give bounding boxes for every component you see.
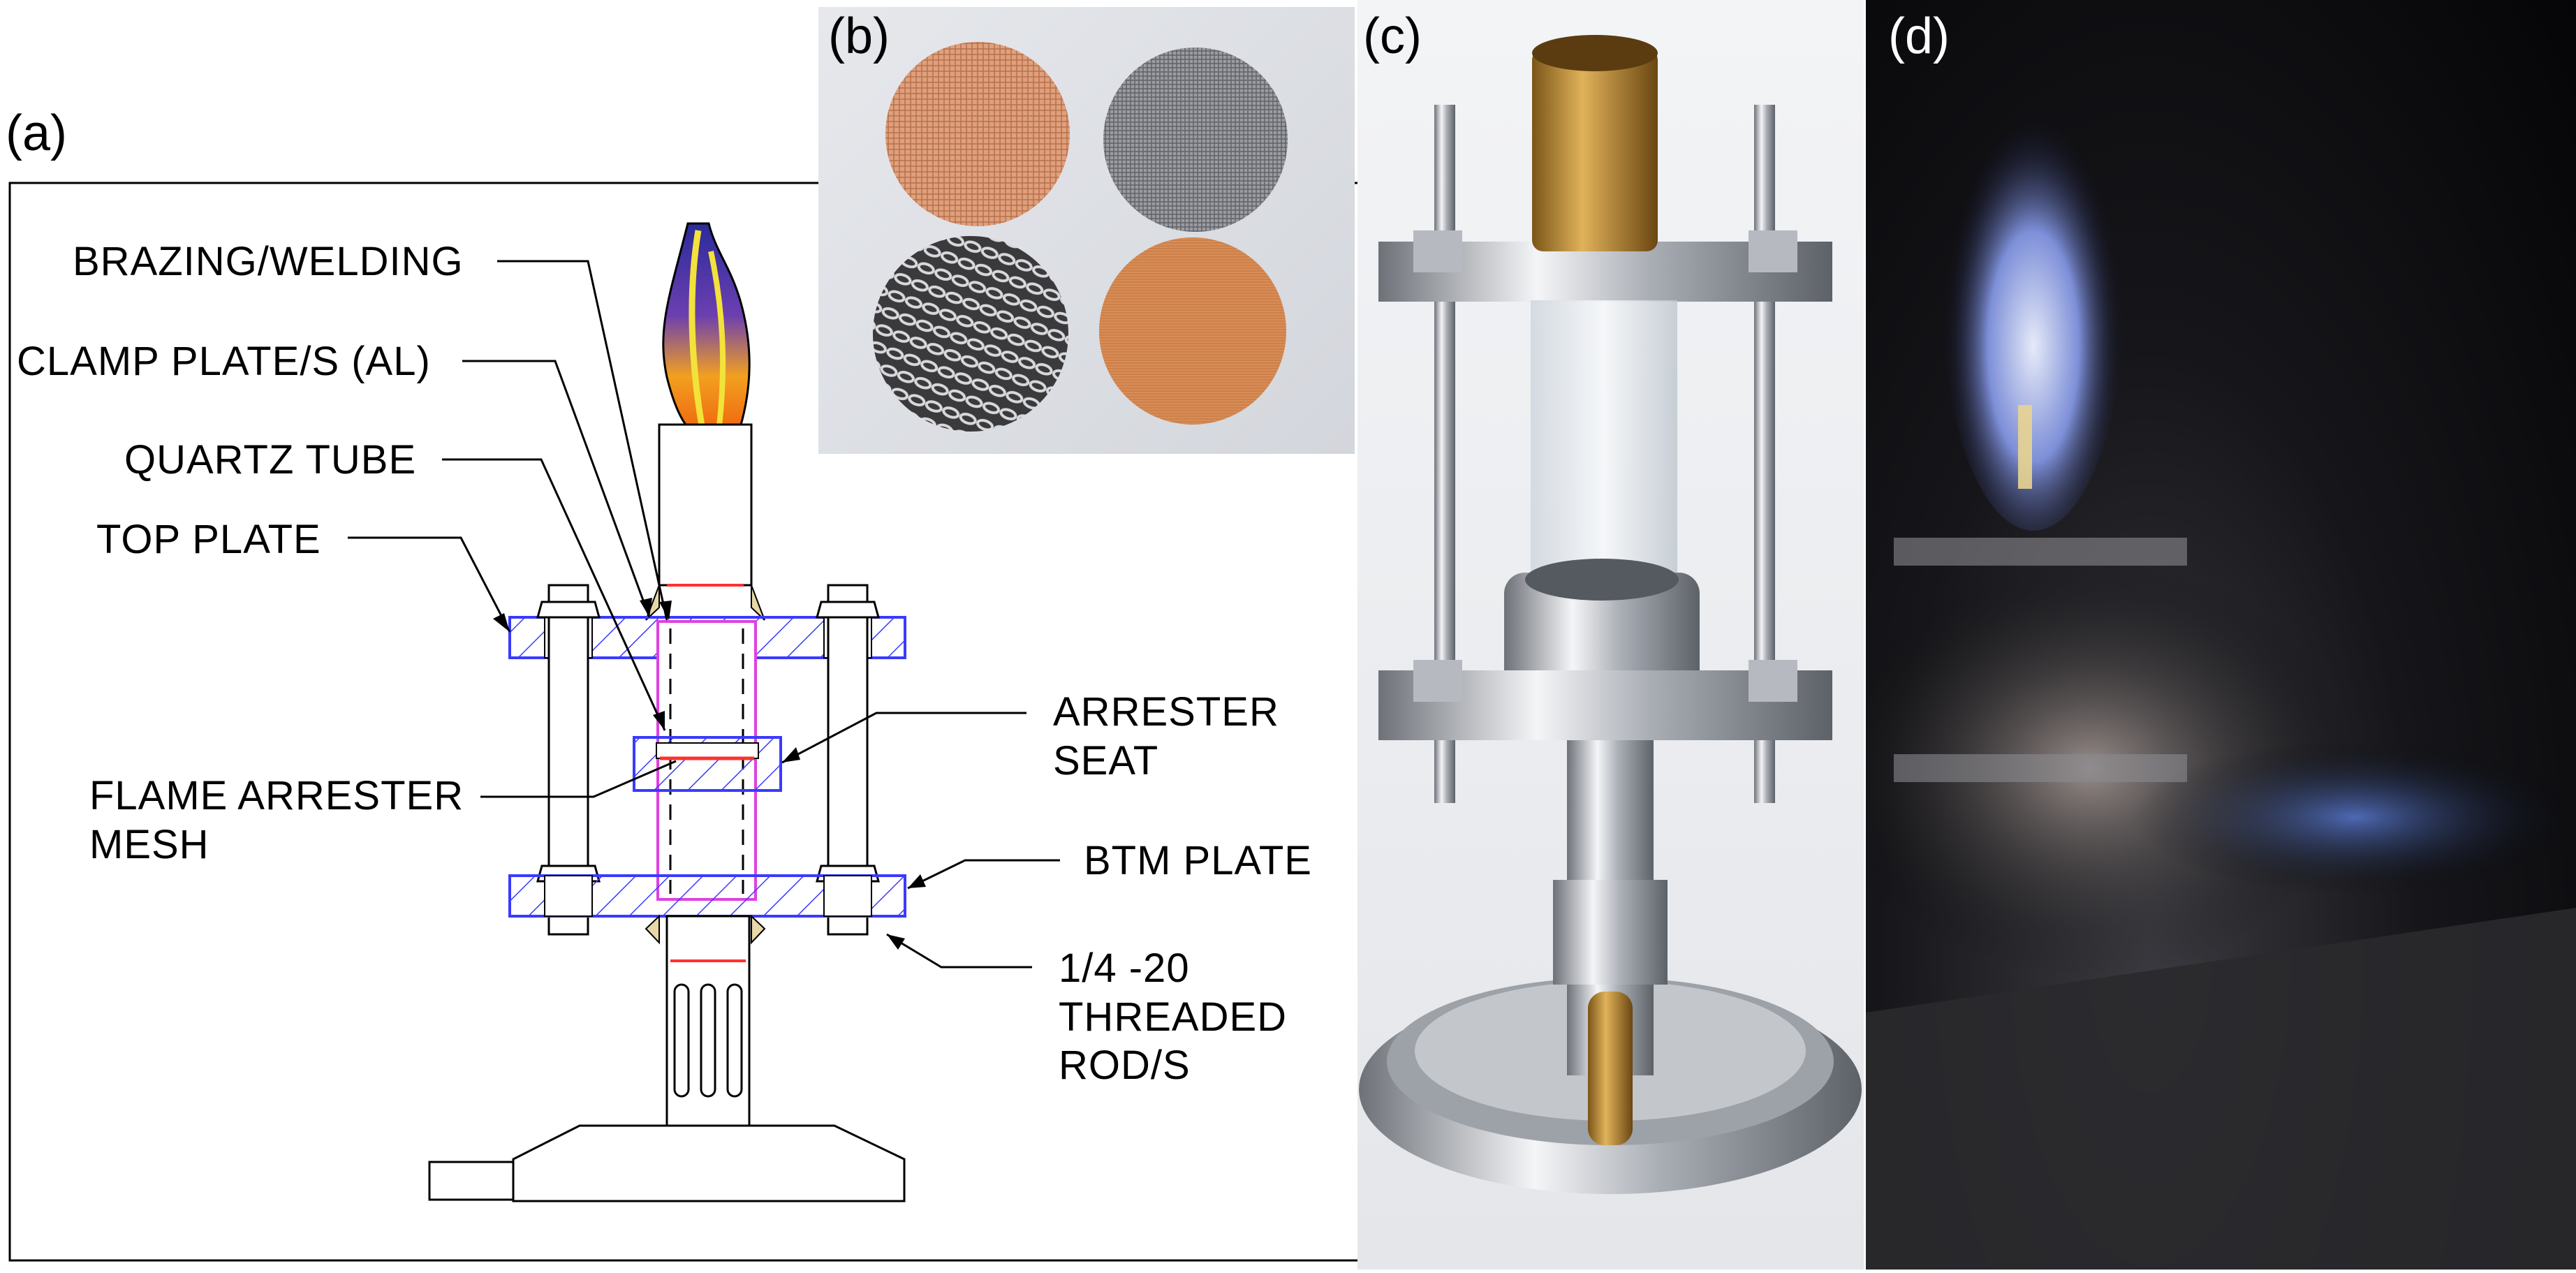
leader-lines: [348, 260, 1060, 969]
copper-mesh-disc: [885, 42, 1070, 226]
panel-label-b: (b): [828, 8, 890, 64]
panel-c-photo: [1357, 0, 1864, 1270]
leader-arrowheads: [493, 598, 926, 950]
label-mesh-line2: MESH: [89, 821, 209, 867]
label-threaded-rod: 1/4 -20 THREADED ROD/S: [1059, 944, 1287, 1090]
arrester-seat: [633, 736, 782, 792]
burner-photo-illustration: [1359, 35, 1862, 1194]
label-arrester-seat-line2: SEAT: [1053, 737, 1159, 783]
label-rod-line2: THREADED: [1059, 994, 1288, 1040]
label-arrester-seat: ARRESTER SEAT: [1053, 688, 1279, 785]
label-brazing-welding: BRAZING/WELDING: [73, 239, 464, 284]
label-arrester-seat-line1: ARRESTER: [1053, 689, 1279, 735]
mesh-samples: [873, 42, 1288, 432]
panel-label-d: (d): [1888, 8, 1950, 64]
label-clamp-plates: CLAMP PLATE/S (AL): [17, 339, 431, 384]
bottom-plate: [508, 874, 906, 918]
panel-label-a: (a): [6, 105, 67, 161]
panel-d-photo: [1824, 0, 2576, 1270]
burner-tube-upper: [645, 423, 765, 621]
fine-copper-disc: [1099, 237, 1286, 425]
burner-tube-lower: [645, 914, 766, 1127]
panel-b-photo: [818, 7, 1355, 454]
label-quartz-tube: QUARTZ TUBE: [124, 437, 417, 483]
panel-label-c: (c): [1363, 8, 1422, 64]
label-rod-line3: ROD/S: [1059, 1043, 1191, 1089]
flame-photo-illustration: [1824, 70, 2576, 1270]
schematic-drawing: [8, 182, 1360, 1262]
label-mesh-line1: FLAME ARRESTER: [89, 773, 464, 818]
label-top-plate: TOP PLATE: [96, 517, 321, 562]
label-flame-arrester-mesh: FLAME ARRESTER MESH: [89, 772, 464, 869]
coarse-mesh-disc: [873, 236, 1068, 432]
label-btm-plate: BTM PLATE: [1084, 838, 1312, 883]
label-rod-line1: 1/4 -20: [1059, 945, 1190, 991]
steel-mesh-disc: [1103, 47, 1288, 232]
burner-base: [428, 1124, 906, 1202]
flame-icon: [662, 222, 751, 429]
